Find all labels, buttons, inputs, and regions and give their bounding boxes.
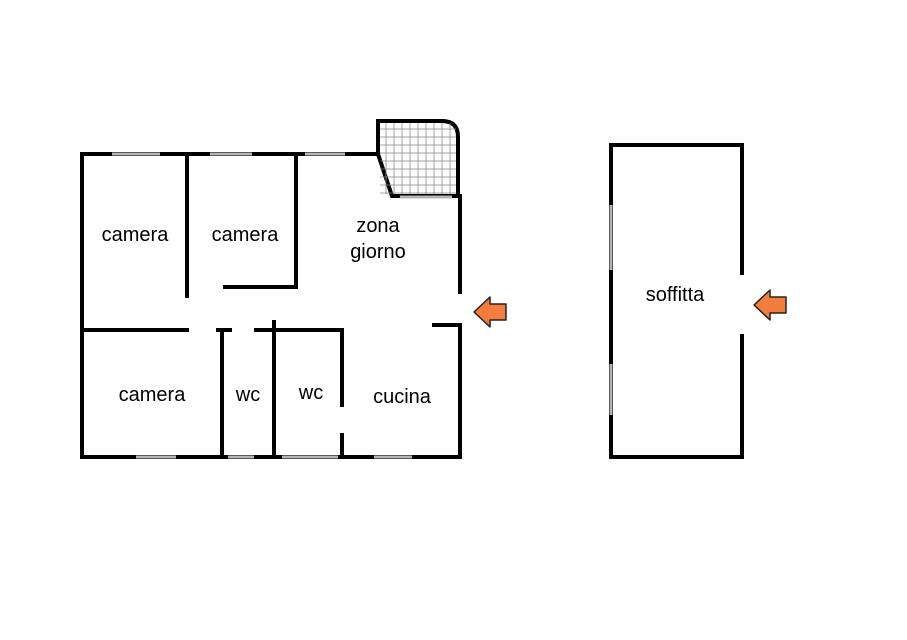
room-label-zona-giorno-line-1: zona [356, 215, 400, 237]
room-labels: camera camera zona giorno camera wc wc c… [102, 215, 432, 408]
room-label-camera-2: camera [212, 224, 280, 246]
windows [112, 152, 412, 459]
room-label-cucina: cucina [373, 386, 432, 408]
room-label-zona-giorno-line-2: giorno [350, 241, 406, 263]
balcony [376, 119, 460, 199]
room-label-camera-3: camera [119, 384, 187, 406]
interior-walls [80, 152, 344, 459]
room-label-wc-1: wc [235, 384, 260, 406]
entrance-arrow-icon [473, 296, 507, 328]
room-label-wc-2: wc [298, 382, 323, 404]
room-label-soffitta: soffitta [646, 284, 705, 306]
attic-plan: soffitta [609, 143, 787, 459]
apartment-plan: camera camera zona giorno camera wc wc c… [80, 119, 507, 459]
balcony-grid [380, 123, 456, 194]
attic-entrance-arrow-icon [753, 289, 787, 321]
outer-walls [80, 152, 462, 459]
room-label-camera-1: camera [102, 224, 170, 246]
